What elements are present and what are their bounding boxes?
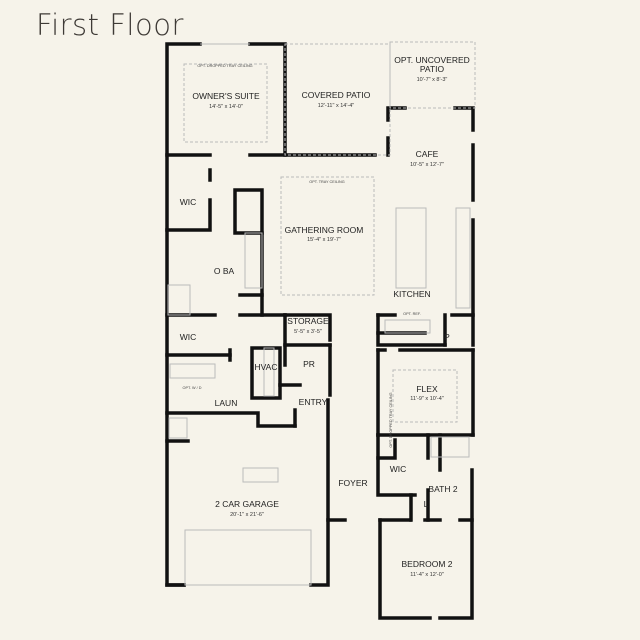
- room-labels: OPT. DROPPED TRAY CEILING OWNER'S SUITE …: [180, 55, 470, 578]
- walls: [165, 41, 476, 620]
- owner-wic-label: WIC: [180, 197, 197, 207]
- storage-dims: 5'-5" x 3'-5": [294, 329, 322, 335]
- covered-patio-dims: 12'-11" x 14'-4": [318, 103, 355, 109]
- owners-suite-label: OWNER'S SUITE: [192, 91, 260, 101]
- owner-bath-label: O BA: [214, 266, 235, 276]
- kitchen-ref-note: OPT. REF.: [403, 312, 421, 316]
- entry-label: ENTRY: [299, 397, 328, 407]
- linen-label: L: [424, 499, 429, 509]
- wic-3-label: WIC: [390, 464, 407, 474]
- gathering-room-note: OPT. TRAY CEILING: [309, 180, 344, 184]
- laundry-label: LAUN: [215, 398, 238, 408]
- flex-note: OPT. DROPPED TRAY CEILING: [389, 392, 393, 447]
- gathering-room-dims: 15'-4" x 19'-7": [307, 237, 341, 243]
- uncovered-patio-dims: 10'-7" x 8'-3": [417, 77, 448, 83]
- bath-2-label: BATH 2: [428, 484, 457, 494]
- flex-label: FLEX: [416, 384, 438, 394]
- covered-patio-label: COVERED PATIO: [302, 90, 371, 100]
- flex-dims: 11'-9" x 10'-4": [410, 396, 443, 402]
- page-title: First Floor: [36, 8, 184, 42]
- powder-room-label: PR: [303, 359, 315, 369]
- laundry-note: OPT. W / D: [183, 386, 202, 390]
- hvac-label: HVAC: [255, 362, 278, 372]
- owners-suite-note: OPT. DROPPED TRAY CEILING: [197, 64, 252, 68]
- fixtures: [167, 63, 471, 483]
- pantry-label: P: [444, 332, 450, 342]
- storage-label: STORAGE: [287, 316, 329, 326]
- garage-dims: 20'-1" x 21'-6": [230, 512, 264, 518]
- uncovered-patio-label-1: OPT. UNCOVERED: [394, 55, 470, 65]
- gathering-room-label: GATHERING ROOM: [285, 225, 364, 235]
- garage-label: 2 CAR GARAGE: [215, 499, 279, 509]
- bedroom-2-label: BEDROOM 2: [401, 559, 452, 569]
- cafe-dims: 10'-5" x 12'-7": [410, 162, 444, 168]
- bedroom-2-dims: 11'-4" x 12'-0": [410, 572, 443, 578]
- uncovered-patio-label-2: PATIO: [420, 64, 445, 74]
- owners-suite-dims: 14'-5" x 14'-0": [209, 104, 243, 110]
- foyer-label: FOYER: [338, 478, 367, 488]
- cafe-label: CAFE: [416, 149, 439, 159]
- wic-2-label: WIC: [180, 332, 197, 342]
- kitchen-label: KITCHEN: [393, 289, 430, 299]
